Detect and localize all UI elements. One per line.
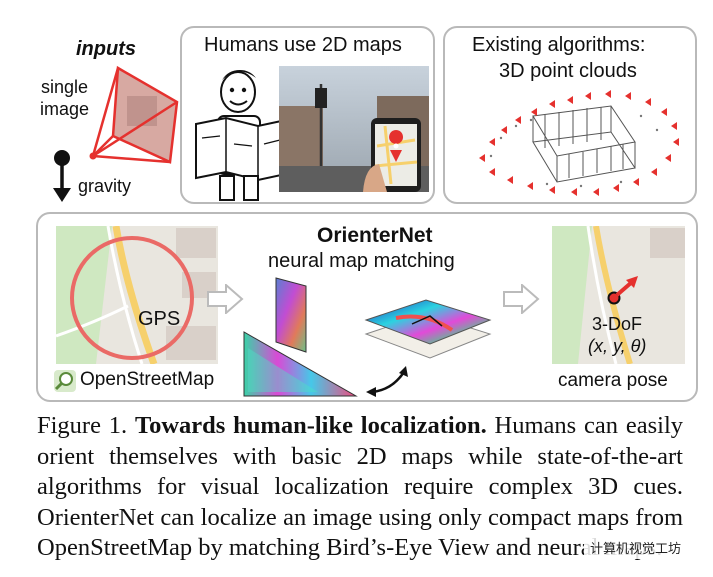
- caption-bold-title: Towards human-like localization.: [135, 412, 487, 439]
- caption-body: Humans can easily orient themselves with…: [37, 412, 684, 561]
- figure-caption: Figure 1. Towards human-like localizatio…: [37, 411, 683, 564]
- street-photo-with-phone: [279, 66, 429, 192]
- orienternet-subtitle: neural map matching: [268, 250, 455, 272]
- flow-arrow-left: [207, 284, 244, 314]
- osm-input-map: GPS: [56, 226, 218, 364]
- person-with-map-illustration: [195, 70, 287, 201]
- gravity-arrow-icon: [53, 150, 71, 202]
- point-cloud-illustration: [479, 90, 679, 196]
- caption-prefix: Figure 1.: [37, 412, 136, 439]
- neural-map-stack: [364, 299, 492, 359]
- dof-vars-label: (x, y, θ): [588, 336, 647, 356]
- osm-label: OpenStreetMap: [80, 369, 215, 390]
- humans-panel-title: Humans use 2D maps: [204, 34, 402, 56]
- algorithms-title-line1: Existing algorithms:: [472, 34, 646, 56]
- inputs-title: inputs: [76, 38, 136, 60]
- orienternet-title: OrienterNet: [317, 224, 433, 247]
- gps-label: GPS: [138, 308, 181, 330]
- flow-arrow-right: [503, 284, 540, 314]
- algorithms-panel: Existing algorithms: 3D point clouds: [443, 26, 697, 204]
- watermark: 计算机视觉工坊: [583, 536, 687, 559]
- bev-feature-maps: [243, 277, 358, 397]
- single-image-label: single image: [40, 77, 90, 119]
- camera-pose-label: camera pose: [558, 370, 668, 391]
- algorithms-title-line2: 3D point clouds: [499, 60, 637, 82]
- camera-frustum-icon: [89, 65, 179, 164]
- gravity-label: gravity: [78, 176, 132, 196]
- output-pose-map: 3-DoF (x, y, θ): [552, 226, 685, 364]
- humans-panel: Humans use 2D maps: [180, 26, 435, 204]
- matching-double-arrow-icon: [366, 366, 408, 397]
- dof-label: 3-DoF: [592, 314, 643, 334]
- osm-magnifier-icon: [54, 370, 76, 392]
- orienternet-panel: GPS OpenStreetMap OrienterNet neural map…: [36, 212, 698, 402]
